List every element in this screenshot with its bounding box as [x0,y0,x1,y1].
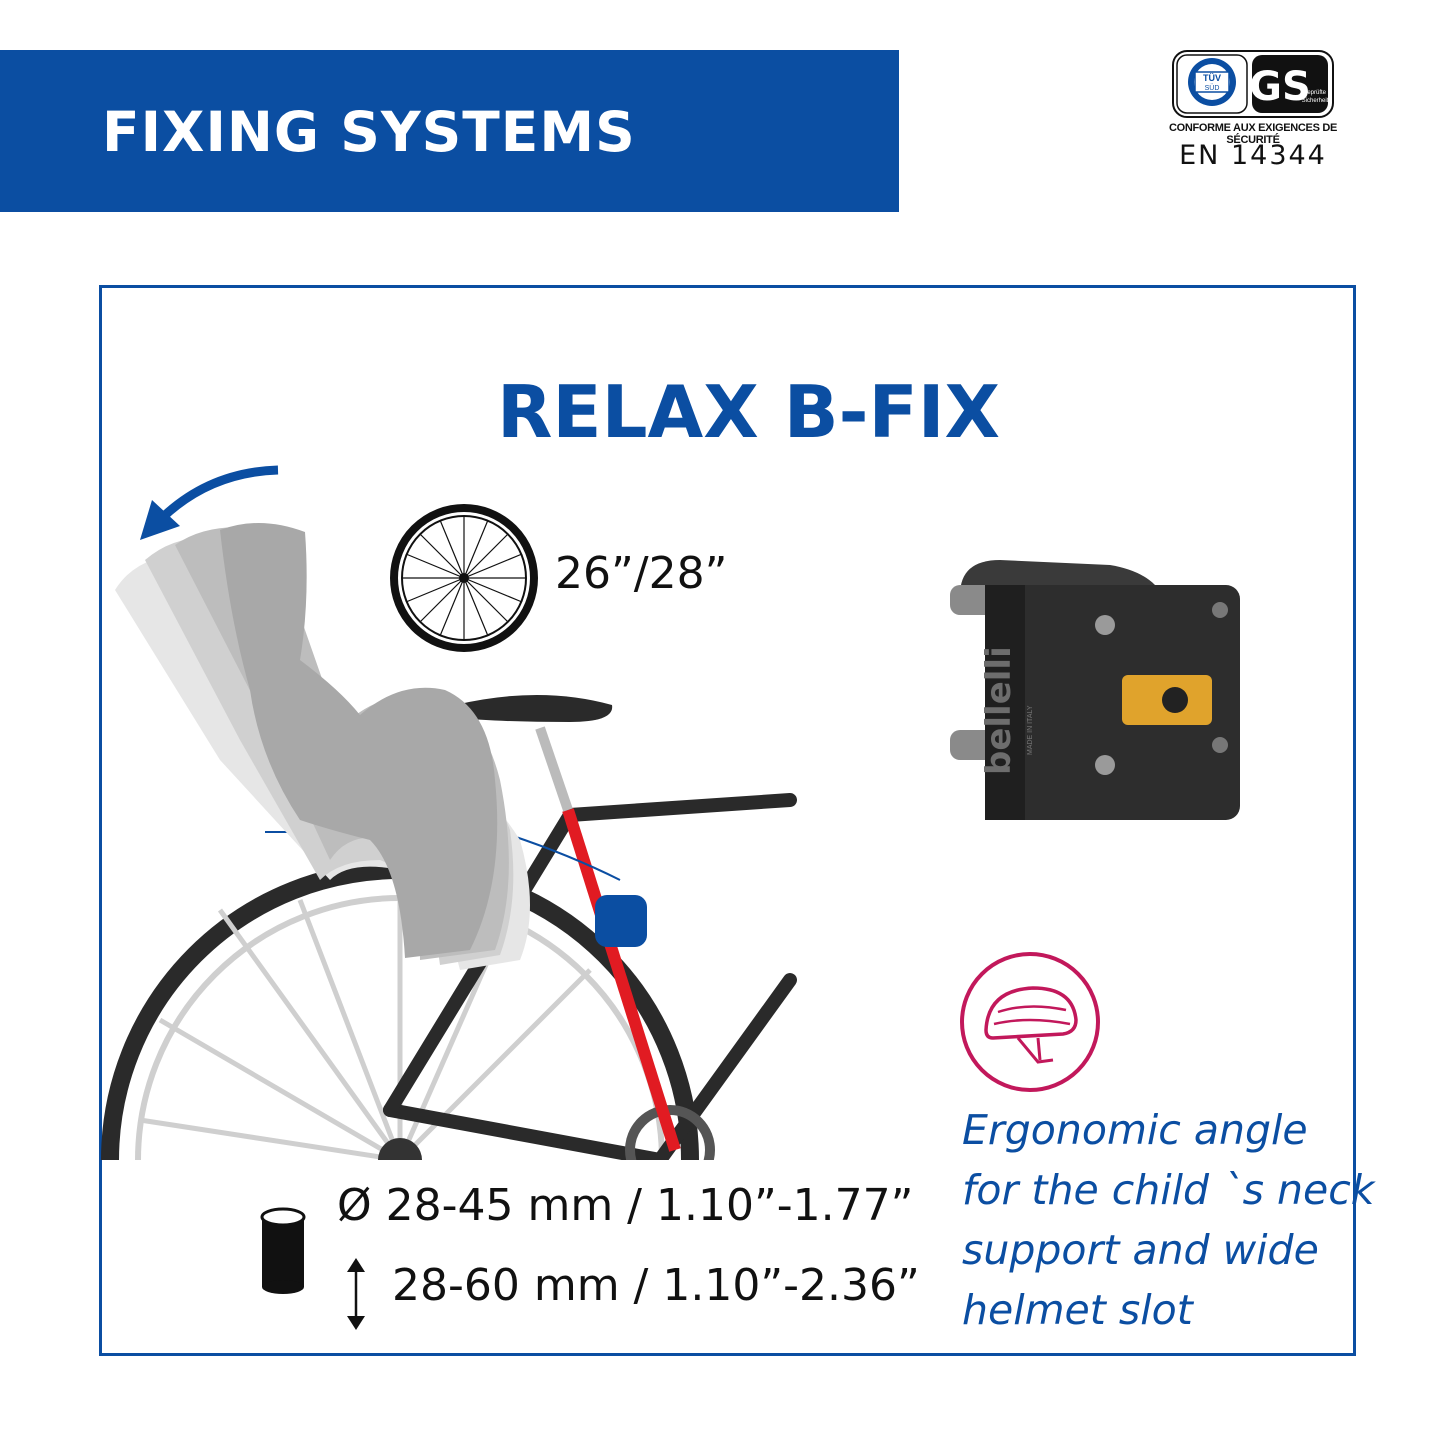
bicycle-wheel-icon [390,504,538,652]
gs-label: GS [1249,64,1311,110]
child-seat [115,522,530,970]
bike-seat-illustration [101,465,797,1160]
seat-tube [562,808,681,1152]
certification-logos: TÜV SÜD GS geprüfte Sicherheit [1172,50,1334,118]
tuv-label: TÜV [1203,73,1221,83]
gs-logo: GS geprüfte Sicherheit [1249,55,1329,113]
gs-sub-label-2: Sicherheit [1302,98,1329,104]
height-spec: 28-60 mm / 1.10”-2.36” [392,1260,920,1311]
wheel-size-label: 26”/28” [555,548,728,599]
page-title: FIXING SYSTEMS [102,100,636,164]
clamp-brand-label: bellelli [979,646,1019,775]
saddle [455,695,613,722]
content-frame [99,285,1356,1356]
conformity-text: CONFORME AUX EXIGENCES DE SÉCURITÉ [1168,122,1338,146]
clamp-product-image: bellelli MADE IN ITALY [950,560,1240,820]
tube-icon [260,1207,306,1294]
height-arrow-icon [347,1258,365,1330]
mounting-clamp [595,895,647,947]
seat-post [535,726,573,812]
rotate-arrow-icon [140,465,279,540]
gs-sub-label-1: geprüfte [1304,90,1327,96]
tuv-sub-label: SÜD [1205,84,1220,92]
feature-line: for the child `s neck [962,1166,1375,1214]
header-band [0,50,899,212]
product-title: RELAX B-FIX [496,370,1001,454]
feature-description: Ergonomic angle for the child `s neck su… [962,1100,1375,1340]
helmet-icon [960,952,1100,1092]
clamp-origin-label: MADE IN ITALY [1027,705,1034,755]
chainring [625,1105,715,1160]
diameter-spec: Ø 28-45 mm / 1.10”-1.77” [337,1180,914,1231]
feature-line: helmet slot [962,1286,1193,1334]
feature-line: Ergonomic angle [962,1106,1308,1154]
feature-line: support and wide [962,1226,1319,1274]
certification-block: TÜV SÜD GS geprüfte Sicherheit CONFORME … [1168,48,1338,178]
standard-label: EN 14344 [1179,140,1327,171]
tuv-sud-logo: TÜV SÜD [1176,54,1248,114]
